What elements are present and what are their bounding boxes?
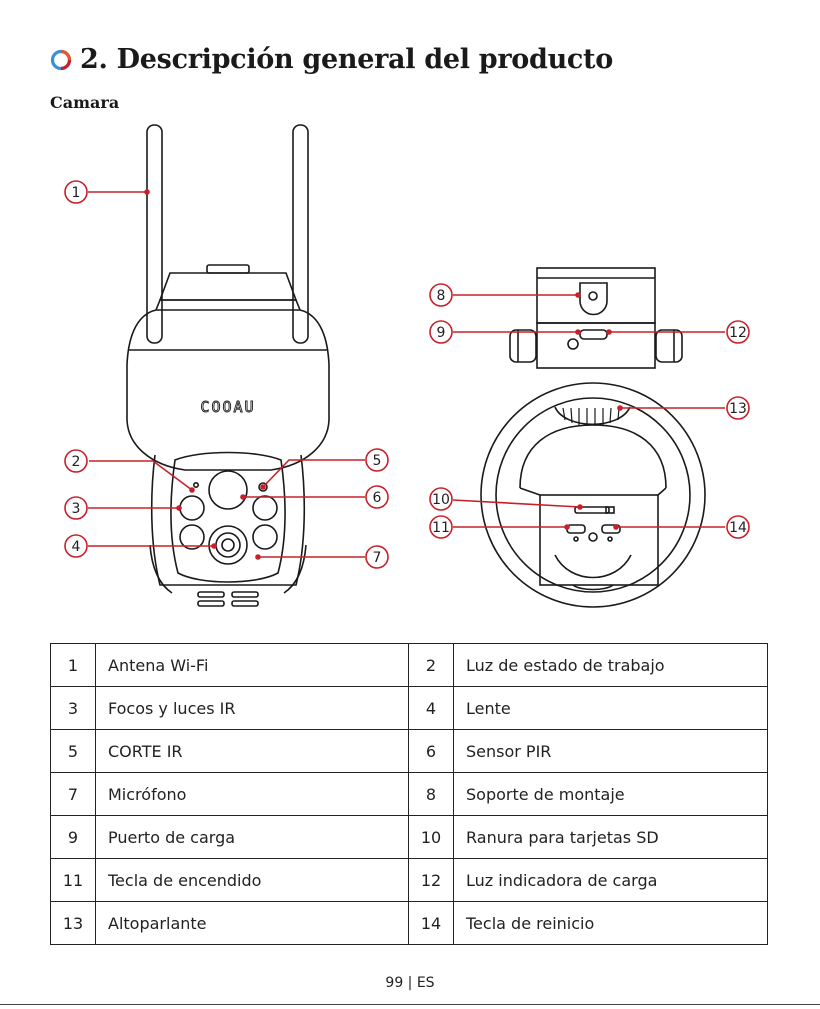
callout-circle-11	[429, 515, 453, 539]
part-number: 14	[408, 901, 454, 945]
section-subtitle: Camara	[50, 93, 120, 112]
callout-circle-12	[726, 320, 750, 344]
callout-number: 9	[437, 325, 446, 341]
part-label: Micrófono	[95, 772, 409, 816]
part-label: Lente	[453, 686, 768, 730]
section-title: 2. Descripción general del producto	[80, 44, 613, 75]
part-number: 8	[408, 772, 454, 816]
part-number: 5	[50, 729, 96, 773]
callout-number: 7	[373, 550, 382, 566]
callout-number: 3	[72, 501, 81, 517]
callout-number: 10	[432, 492, 450, 508]
callout-circle-3	[64, 496, 88, 520]
callout-circle-2	[64, 449, 88, 473]
table-row: 13 Altoparlante 14 Tecla de reinicio	[50, 901, 768, 945]
part-label: Luz de estado de trabajo	[453, 643, 768, 687]
table-row: 1 Antena Wi-Fi 2 Luz de estado de trabaj…	[50, 643, 768, 687]
page-number: 99 | ES	[385, 975, 435, 991]
callout-number: 1	[72, 185, 81, 201]
front-camera-illustration	[126, 124, 330, 607]
callout-circle-4	[64, 534, 88, 558]
part-number: 1	[50, 643, 96, 687]
table-row: 11 Tecla de encendido 12 Luz indicadora …	[50, 858, 768, 902]
part-number: 2	[408, 643, 454, 687]
part-number: 6	[408, 729, 454, 773]
part-label: Puerto de carga	[95, 815, 409, 859]
callout-number: 5	[373, 453, 382, 469]
footer-divider	[0, 1004, 820, 1005]
part-number: 13	[50, 901, 96, 945]
table-row: 5 CORTE IR 6 Sensor PIR	[50, 729, 768, 773]
callout-dots	[144, 189, 623, 560]
back-camera-illustration	[480, 267, 706, 608]
part-label: Luz indicadora de carga	[453, 858, 768, 902]
part-number: 12	[408, 858, 454, 902]
table-row: 7 Micrófono 8 Soporte de montaje	[50, 772, 768, 816]
table-row: 3 Focos y luces IR 4 Lente	[50, 686, 768, 730]
callout-circle-7	[365, 545, 389, 569]
callout-circle-6	[365, 485, 389, 509]
right-antenna	[292, 124, 309, 344]
brand-logo: COOAU	[200, 398, 255, 416]
part-label: Tecla de encendido	[95, 858, 409, 902]
callout-number: 2	[72, 454, 81, 470]
callout-number: 13	[729, 401, 747, 417]
section-ring-icon	[50, 49, 72, 70]
part-number: 7	[50, 772, 96, 816]
callout-number: 12	[729, 325, 747, 341]
parts-table: 1 Antena Wi-Fi 2 Luz de estado de trabaj…	[50, 643, 768, 945]
callout-circle-5	[365, 448, 389, 472]
part-label: Sensor PIR	[453, 729, 768, 773]
part-number: 4	[408, 686, 454, 730]
callout-circle-1	[64, 180, 88, 204]
part-number: 10	[408, 815, 454, 859]
callout-circle-14	[726, 515, 750, 539]
callout-number: 4	[72, 539, 81, 555]
part-label: Ranura para tarjetas SD	[453, 815, 768, 859]
callout-lines	[88, 191, 725, 558]
part-label: Tecla de reinicio	[453, 901, 768, 945]
part-label: Antena Wi-Fi	[95, 643, 409, 687]
part-label: Altoparlante	[95, 901, 409, 945]
part-label: CORTE IR	[95, 729, 409, 773]
callout-number: 8	[437, 288, 446, 304]
callout-number: 6	[373, 490, 382, 506]
part-label: Soporte de montaje	[453, 772, 768, 816]
callout-circle-10	[429, 487, 453, 511]
callout-circle-13	[726, 396, 750, 420]
table-row: 9 Puerto de carga 10 Ranura para tarjeta…	[50, 815, 768, 859]
part-number: 11	[50, 858, 96, 902]
section-heading: 2. Descripción general del producto	[50, 44, 613, 75]
callout-number: 14	[729, 520, 747, 536]
callout-circle-8	[429, 283, 453, 307]
part-label: Focos y luces IR	[95, 686, 409, 730]
left-antenna	[146, 124, 163, 344]
callout-circle-9	[429, 320, 453, 344]
camera-diagram: COOAU	[64, 124, 750, 608]
part-number: 3	[50, 686, 96, 730]
callout-number: 11	[432, 520, 450, 536]
part-number: 9	[50, 815, 96, 859]
